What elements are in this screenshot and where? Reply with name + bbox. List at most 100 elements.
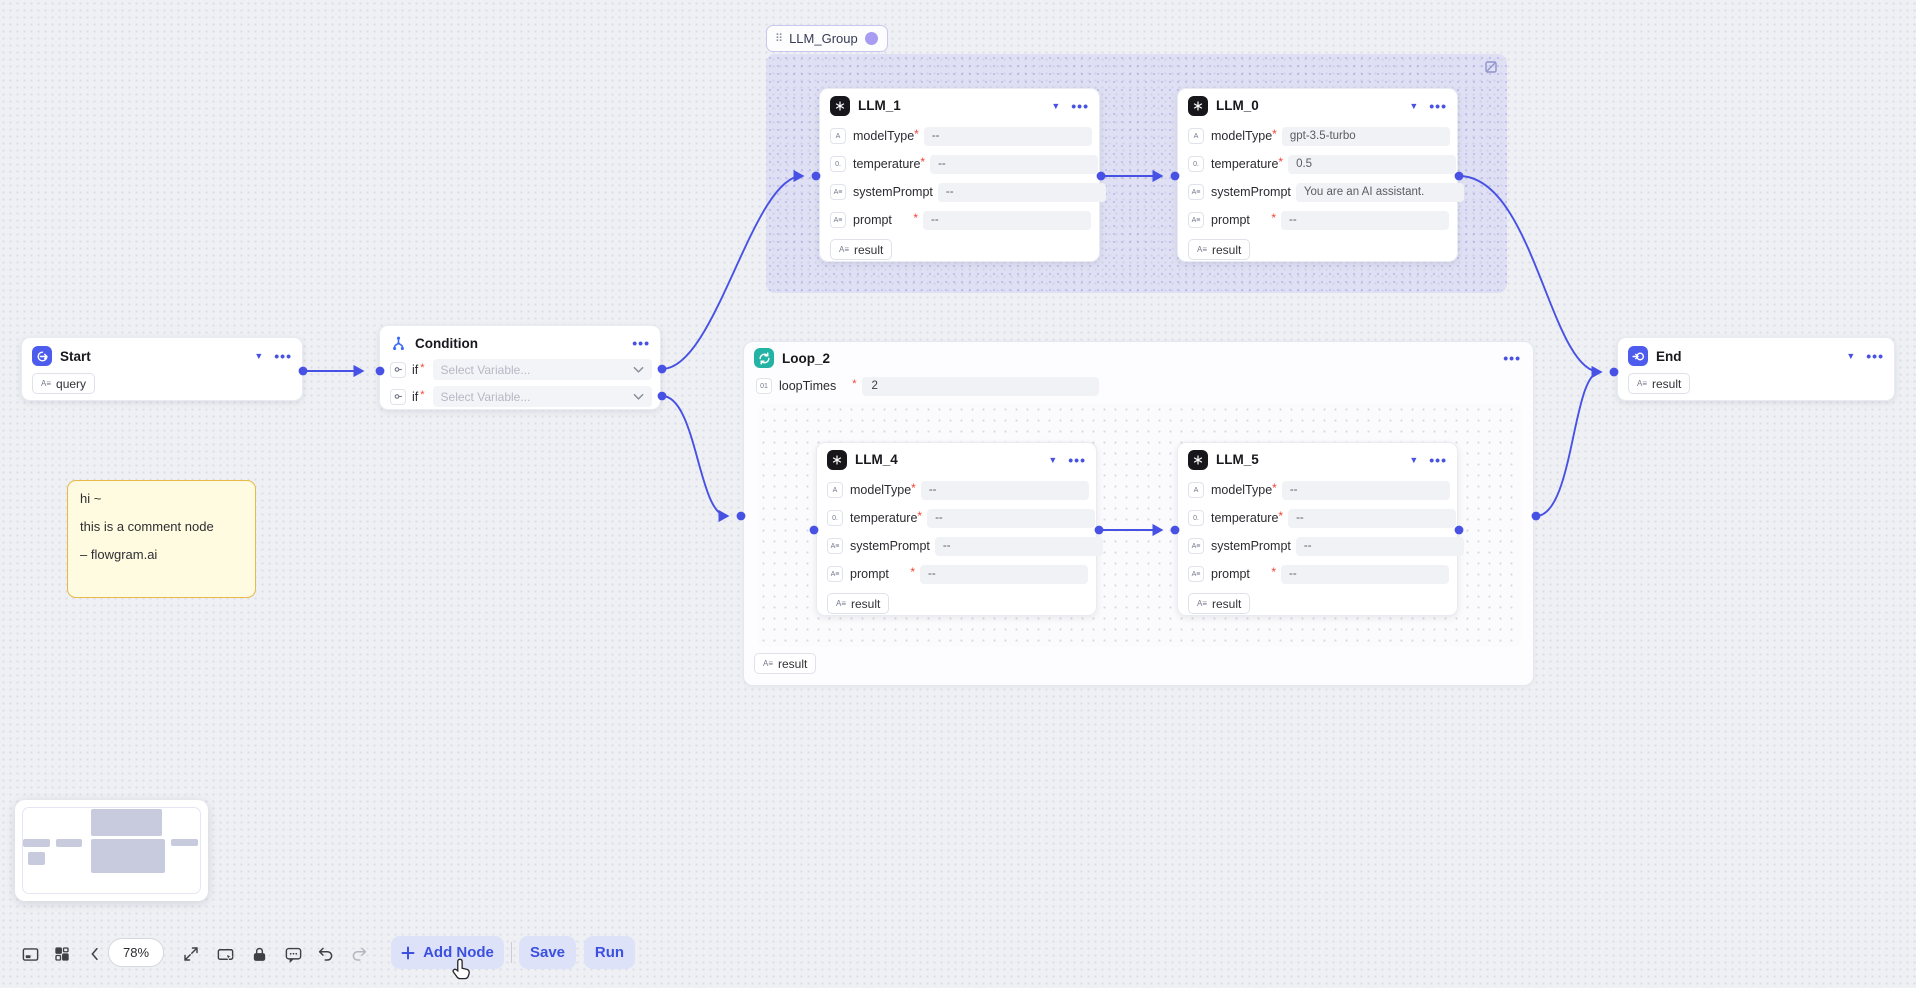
field-label: systemPrompt bbox=[850, 539, 930, 553]
undo-button[interactable] bbox=[313, 941, 339, 967]
field-label: temperature bbox=[853, 157, 921, 171]
output-badge-query: A≡ query bbox=[32, 373, 96, 394]
variable-select[interactable]: Select Variable... bbox=[432, 359, 652, 380]
result-badge: A≡ result bbox=[1188, 239, 1251, 260]
field-value[interactable]: -- bbox=[930, 154, 1099, 174]
field-value[interactable]: -- bbox=[1288, 508, 1457, 528]
llm-icon bbox=[1188, 95, 1208, 116]
layout-grid-button[interactable] bbox=[49, 941, 75, 967]
field-label: modelType bbox=[853, 129, 915, 143]
toolbar-divider bbox=[511, 942, 512, 963]
more-menu-icon[interactable]: ••• bbox=[274, 348, 292, 364]
group-header[interactable]: ⠿ LLM_Group bbox=[766, 25, 888, 52]
collapse-caret-icon[interactable]: ▼ bbox=[1409, 100, 1419, 111]
field-value[interactable]: -- bbox=[923, 210, 1091, 230]
required-asterisk: * bbox=[1271, 565, 1276, 579]
fit-view-button[interactable] bbox=[178, 941, 204, 967]
field-row: A≡prompt*-- bbox=[1178, 206, 1457, 234]
field-value[interactable]: -- bbox=[934, 536, 1103, 556]
result-badge: A≡ result bbox=[754, 653, 817, 674]
required-asterisk: * bbox=[913, 211, 918, 225]
ungroup-icon[interactable] bbox=[1484, 60, 1498, 79]
more-menu-icon[interactable]: ••• bbox=[632, 335, 650, 351]
field-value[interactable]: -- bbox=[920, 564, 1088, 584]
collapse-caret-icon[interactable]: ▼ bbox=[1846, 351, 1856, 361]
field-row: A≡ prompt * -- bbox=[820, 206, 1099, 234]
field-value[interactable]: 0.5 bbox=[1288, 154, 1457, 174]
required-asterisk: * bbox=[1272, 481, 1277, 495]
field-value[interactable]: -- bbox=[923, 126, 1092, 146]
chevron-down-icon bbox=[633, 393, 644, 400]
required-asterisk: * bbox=[1272, 127, 1277, 141]
field-label: loopTimes bbox=[779, 379, 837, 393]
collapse-caret-icon[interactable]: ▼ bbox=[254, 351, 264, 361]
if-label: if bbox=[412, 362, 419, 377]
field-row: A≡systemPrompt-- bbox=[820, 178, 1106, 206]
more-menu-icon[interactable]: ••• bbox=[1429, 451, 1447, 468]
field-type-icon: 0. bbox=[1188, 156, 1204, 172]
run-button[interactable]: Run bbox=[584, 936, 635, 969]
result-badge: A≡ result bbox=[827, 593, 890, 614]
collapse-caret-icon[interactable]: ▼ bbox=[1409, 454, 1419, 465]
condition-type-icon bbox=[390, 388, 406, 405]
line-type-button[interactable] bbox=[82, 941, 108, 967]
comment-button[interactable] bbox=[280, 941, 306, 967]
loop-times-value[interactable]: 2 bbox=[862, 376, 1100, 396]
minimap[interactable] bbox=[15, 800, 208, 901]
required-asterisk: * bbox=[1271, 211, 1276, 225]
node-condition[interactable]: Condition ••• if * Select Variable... if… bbox=[379, 325, 661, 410]
field-label: prompt bbox=[853, 213, 892, 227]
field-value[interactable]: gpt-3.5-turbo bbox=[1281, 126, 1450, 146]
variable-select[interactable]: Select Variable... bbox=[432, 386, 652, 407]
field-type-icon: A≡ bbox=[1188, 538, 1204, 554]
more-menu-icon[interactable]: ••• bbox=[1071, 97, 1089, 114]
field-label: modelType bbox=[1211, 483, 1273, 497]
add-node-button[interactable]: Add Node bbox=[391, 936, 504, 969]
node-start[interactable]: Start ▼ ••• A≡ query bbox=[21, 337, 303, 401]
field-type-icon: A≡ bbox=[830, 212, 846, 228]
node-end[interactable]: End ▼ ••• A≡ result bbox=[1617, 337, 1895, 401]
more-menu-icon[interactable]: ••• bbox=[1866, 348, 1884, 364]
field-value[interactable]: -- bbox=[1281, 564, 1449, 584]
required-asterisk: * bbox=[914, 127, 919, 141]
collapse-caret-icon[interactable]: ▼ bbox=[1048, 454, 1058, 465]
redo-button[interactable] bbox=[346, 941, 372, 967]
comment-line: – flowgram.ai bbox=[80, 547, 158, 562]
field-value[interactable]: -- bbox=[1295, 536, 1464, 556]
node-title: LLM_5 bbox=[1216, 452, 1259, 467]
start-icon bbox=[32, 346, 52, 366]
field-value[interactable]: -- bbox=[920, 480, 1089, 500]
field-value[interactable]: -- bbox=[1281, 480, 1450, 500]
field-type-icon: A bbox=[827, 482, 843, 498]
more-menu-icon[interactable]: ••• bbox=[1068, 451, 1086, 468]
zoom-level[interactable]: 78% bbox=[108, 938, 164, 967]
condition-row: if * Select Variable... bbox=[380, 357, 660, 382]
edge-condition-loop bbox=[661, 395, 730, 523]
comment-node[interactable]: hi ~ this is a comment node – flowgram.a… bbox=[67, 480, 256, 598]
save-button[interactable]: Save bbox=[519, 936, 576, 969]
group-color-dot[interactable] bbox=[864, 32, 878, 45]
lock-button[interactable] bbox=[246, 941, 272, 967]
drag-handle-icon[interactable]: ⠿ bbox=[775, 33, 783, 45]
minimap-group-shape bbox=[91, 809, 162, 836]
field-value[interactable]: -- bbox=[937, 182, 1106, 202]
field-value[interactable]: You are an AI assistant. bbox=[1295, 182, 1464, 202]
more-menu-icon[interactable]: ••• bbox=[1503, 350, 1521, 366]
select-placeholder: Select Variable... bbox=[440, 389, 531, 404]
field-value[interactable]: -- bbox=[927, 508, 1096, 528]
field-value[interactable]: -- bbox=[1281, 210, 1449, 230]
more-menu-icon[interactable]: ••• bbox=[1429, 97, 1447, 114]
select-mode-button[interactable] bbox=[212, 941, 238, 967]
collapse-caret-icon[interactable]: ▼ bbox=[1051, 100, 1061, 111]
result-badge: A≡ result bbox=[830, 239, 893, 260]
minimap-toggle-button[interactable] bbox=[17, 941, 43, 967]
input-badge-result: A≡ result bbox=[1628, 373, 1691, 394]
